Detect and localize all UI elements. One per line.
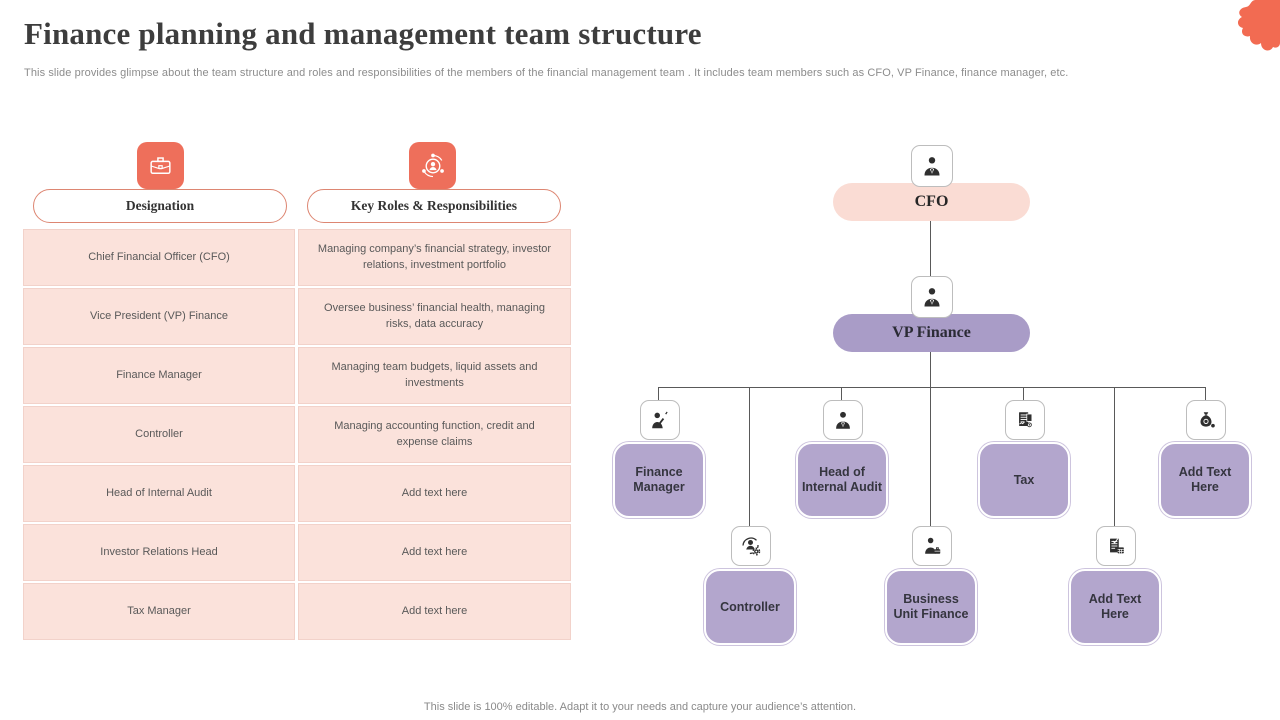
connector-line (930, 387, 931, 527)
document-calculator-icon (1096, 526, 1136, 566)
connector-line (749, 387, 750, 527)
org-node-add-text-bottom: Add Text Here (1069, 569, 1161, 645)
org-node-label: Business Unit Finance (893, 592, 969, 621)
briefcase-icon (137, 142, 184, 189)
table-cell-designation: Chief Financial Officer (CFO) (23, 229, 295, 286)
column-header-roles: Key Roles & Responsibilities (307, 189, 561, 223)
person-orbit-icon (409, 142, 456, 189)
connector-line (658, 387, 1206, 388)
businessman-icon (911, 276, 953, 318)
org-node-label: Add Text Here (1178, 465, 1232, 494)
column-header-designation: Designation (33, 189, 287, 223)
table-cell-roles: Managing company’s financial strategy, i… (298, 229, 571, 286)
org-node-label: Finance Manager (633, 465, 685, 494)
column-header-label: Designation (125, 198, 195, 213)
table-cell-designation: Investor Relations Head (23, 524, 295, 581)
org-node-cfo: CFO (833, 183, 1030, 221)
table-cell-designation: Vice President (VP) Finance (23, 288, 295, 345)
invoice-icon (1005, 400, 1045, 440)
org-node-label: VP Finance (892, 324, 971, 341)
org-node-head-internal-audit: Head of Internal Audit (796, 442, 888, 518)
person-briefcase-icon (912, 526, 952, 566)
page-title: Finance planning and management team str… (24, 16, 702, 51)
org-node-label: Controller (720, 599, 780, 614)
table-cell-roles: Managing team budgets, liquid assets and… (298, 347, 571, 404)
org-node-vp-finance: VP Finance (833, 314, 1030, 352)
connector-line (658, 387, 659, 401)
table-cell-roles: Add text here (298, 524, 571, 581)
businessman-icon (823, 400, 863, 440)
table-cell-roles: Managing accounting function, credit and… (298, 406, 571, 463)
connector-line (1023, 387, 1024, 401)
connector-line (930, 352, 931, 387)
org-node-label: Tax (1013, 472, 1035, 487)
org-node-tax: Tax (978, 442, 1070, 518)
org-node-controller: Controller (704, 569, 796, 645)
org-node-label: Add Text Here (1088, 592, 1142, 621)
page-subtitle: This slide provides glimpse about the te… (24, 67, 1069, 79)
presenter-icon (640, 400, 680, 440)
org-node-label: Head of Internal Audit (801, 465, 883, 494)
table-cell-roles: Add text here (298, 465, 571, 522)
connector-line (841, 387, 842, 401)
table-cell-designation: Finance Manager (23, 347, 295, 404)
corner-splash-shape (1237, 0, 1280, 51)
table-cell-roles: Oversee business’ financial health, mana… (298, 288, 571, 345)
table-cell-roles: Add text here (298, 583, 571, 640)
org-node-label: CFO (914, 193, 949, 210)
table-cell-designation: Head of Internal Audit (23, 465, 295, 522)
person-sync-gear-icon (731, 526, 771, 566)
org-node-add-text-right: Add Text Here (1159, 442, 1251, 518)
connector-line (930, 221, 931, 278)
column-header-label: Key Roles & Responsibilities (350, 198, 518, 213)
org-node-finance-manager: Finance Manager (613, 442, 705, 518)
connector-line (1114, 387, 1115, 527)
org-node-business-unit-finance: Business Unit Finance (885, 569, 977, 645)
table-cell-designation: Controller (23, 406, 295, 463)
footer-note: This slide is 100% editable. Adapt it to… (423, 701, 857, 713)
money-bag-icon (1186, 400, 1226, 440)
connector-line (1205, 387, 1206, 401)
table-cell-designation: Tax Manager (23, 583, 295, 640)
designation-roles-table: Chief Financial Officer (CFO) Managing c… (23, 229, 571, 640)
businessman-icon (911, 145, 953, 187)
